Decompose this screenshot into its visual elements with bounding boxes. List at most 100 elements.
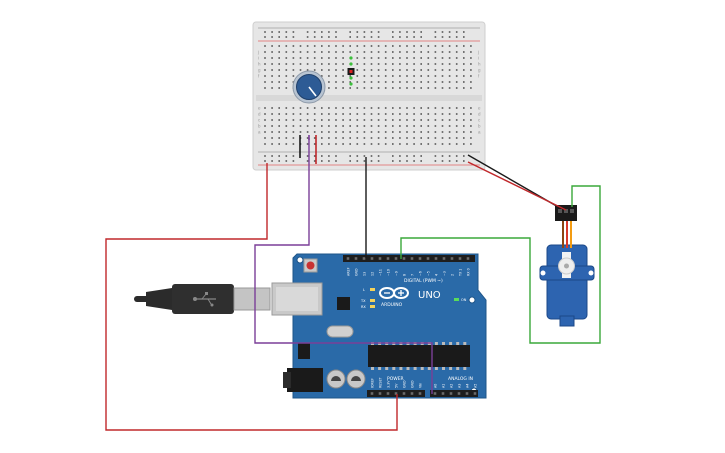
breadboard-hole[interactable] bbox=[377, 69, 380, 71]
breadboard-hole[interactable] bbox=[356, 69, 359, 71]
breadboard-hole[interactable] bbox=[321, 160, 323, 162]
breadboard-hole[interactable] bbox=[356, 113, 359, 115]
breadboard-hole[interactable] bbox=[434, 75, 437, 77]
breadboard-hole[interactable] bbox=[434, 57, 437, 59]
breadboard-hole[interactable] bbox=[363, 107, 366, 109]
breadboard-hole[interactable] bbox=[406, 45, 408, 47]
breadboard-hole[interactable] bbox=[306, 125, 309, 127]
breadboard-hole[interactable] bbox=[448, 45, 451, 47]
breadboard-hole[interactable] bbox=[370, 131, 373, 133]
breadboard-hole[interactable] bbox=[356, 31, 359, 33]
breadboard-hole[interactable] bbox=[313, 57, 316, 59]
breadboard-hole[interactable] bbox=[278, 131, 280, 133]
breadboard-hole[interactable] bbox=[370, 51, 373, 53]
breadboard-hole[interactable] bbox=[278, 31, 280, 33]
breadboard-hole[interactable] bbox=[399, 57, 401, 59]
breadboard-hole[interactable] bbox=[335, 131, 337, 133]
breadboard-hole[interactable] bbox=[413, 125, 415, 127]
breadboard-hole[interactable] bbox=[406, 143, 408, 145]
breadboard-hole[interactable] bbox=[356, 107, 359, 109]
breadboard-hole[interactable] bbox=[420, 125, 422, 127]
breadboard-hole[interactable] bbox=[306, 31, 309, 33]
breadboard-hole[interactable] bbox=[285, 131, 288, 133]
breadboard-hole[interactable] bbox=[392, 87, 394, 89]
breadboard-hole[interactable] bbox=[299, 107, 302, 109]
breadboard-hole[interactable] bbox=[427, 143, 430, 145]
breadboard-hole[interactable] bbox=[264, 137, 266, 139]
breadboard-hole[interactable] bbox=[342, 107, 344, 109]
breadboard-hole[interactable] bbox=[370, 113, 373, 115]
breadboard-hole[interactable] bbox=[406, 81, 408, 83]
breadboard-hole[interactable] bbox=[413, 36, 415, 38]
breadboard-hole[interactable] bbox=[299, 125, 302, 127]
breadboard-hole[interactable] bbox=[427, 119, 430, 121]
breadboard-hole[interactable] bbox=[278, 57, 280, 59]
breadboard-hole[interactable] bbox=[384, 113, 387, 115]
breadboard-hole[interactable] bbox=[264, 69, 266, 71]
breadboard-hole[interactable] bbox=[321, 107, 323, 109]
breadboard-hole[interactable] bbox=[271, 107, 273, 109]
breadboard-hole[interactable] bbox=[342, 69, 344, 71]
breadboard-hole[interactable] bbox=[427, 137, 430, 139]
breadboard-hole[interactable] bbox=[470, 131, 472, 133]
breadboard-hole[interactable] bbox=[448, 113, 451, 115]
breadboard-hole[interactable] bbox=[278, 137, 280, 139]
breadboard-hole[interactable] bbox=[377, 119, 380, 121]
breadboard-hole[interactable] bbox=[313, 131, 316, 133]
breadboard-hole[interactable] bbox=[448, 31, 451, 33]
breadboard-hole[interactable] bbox=[342, 87, 344, 89]
breadboard-hole[interactable] bbox=[406, 69, 408, 71]
breadboard-hole[interactable] bbox=[328, 51, 330, 53]
breadboard-hole[interactable] bbox=[413, 69, 415, 71]
breadboard-hole[interactable] bbox=[427, 131, 430, 133]
breadboard-hole[interactable] bbox=[413, 51, 415, 53]
breadboard-hole[interactable] bbox=[377, 75, 380, 77]
breadboard-hole[interactable] bbox=[285, 137, 288, 139]
breadboard-hole[interactable] bbox=[264, 143, 266, 145]
breadboard-hole[interactable] bbox=[328, 160, 330, 162]
breadboard-hole[interactable] bbox=[370, 143, 373, 145]
breadboard-hole[interactable] bbox=[370, 69, 373, 71]
breadboard-hole[interactable] bbox=[328, 75, 330, 77]
breadboard-hole[interactable] bbox=[328, 155, 330, 157]
header-pin[interactable] bbox=[433, 392, 437, 395]
breadboard-hole[interactable] bbox=[434, 69, 437, 71]
breadboard-hole[interactable] bbox=[306, 119, 309, 121]
power-pin-header[interactable] bbox=[367, 390, 425, 397]
breadboard-hole[interactable] bbox=[363, 137, 366, 139]
breadboard-hole[interactable] bbox=[356, 160, 359, 162]
breadboard-hole[interactable] bbox=[335, 51, 337, 53]
breadboard-hole[interactable] bbox=[285, 36, 288, 38]
header-pin[interactable] bbox=[458, 257, 462, 260]
breadboard-hole[interactable] bbox=[306, 69, 309, 71]
breadboard-hole[interactable] bbox=[278, 160, 280, 162]
breadboard-hole[interactable] bbox=[313, 36, 316, 38]
breadboard-hole[interactable] bbox=[321, 36, 323, 38]
breadboard-hole[interactable] bbox=[356, 155, 359, 157]
breadboard-hole[interactable] bbox=[313, 160, 316, 162]
wire-servo-power[interactable] bbox=[467, 161, 567, 211]
header-pin[interactable] bbox=[378, 392, 382, 395]
breadboard-hole[interactable] bbox=[313, 69, 316, 71]
breadboard-hole[interactable] bbox=[377, 155, 380, 157]
breadboard-hole[interactable] bbox=[470, 51, 472, 53]
breadboard-hole[interactable] bbox=[285, 81, 288, 83]
breadboard-hole[interactable] bbox=[356, 63, 359, 65]
breadboard-hole[interactable] bbox=[363, 143, 366, 145]
breadboard-hole[interactable] bbox=[413, 113, 415, 115]
breadboard-hole[interactable] bbox=[342, 75, 344, 77]
header-pin[interactable] bbox=[418, 392, 422, 395]
breadboard-hole[interactable] bbox=[413, 155, 415, 157]
breadboard-hole[interactable] bbox=[342, 45, 344, 47]
breadboard-hole[interactable] bbox=[335, 69, 337, 71]
breadboard-hole[interactable] bbox=[278, 87, 280, 89]
breadboard-hole[interactable] bbox=[470, 87, 472, 89]
breadboard-hole[interactable] bbox=[306, 160, 309, 162]
micro-servo[interactable] bbox=[539, 205, 595, 327]
breadboard-hole[interactable] bbox=[328, 131, 330, 133]
breadboard-hole[interactable] bbox=[406, 119, 408, 121]
breadboard-hole[interactable] bbox=[377, 45, 380, 47]
breadboard-hole[interactable] bbox=[363, 125, 366, 127]
breadboard-hole[interactable] bbox=[363, 81, 366, 83]
breadboard-hole[interactable] bbox=[441, 119, 444, 121]
